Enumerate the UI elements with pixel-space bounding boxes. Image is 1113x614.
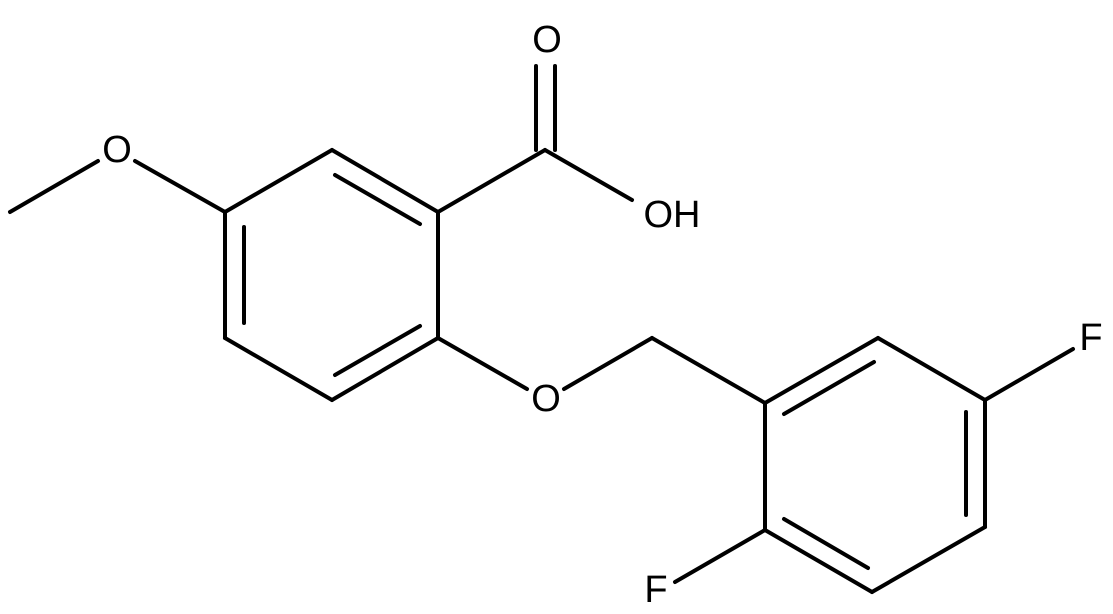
bond-ring2-b bbox=[876, 336, 987, 402]
bond-ring1-d-inner bbox=[333, 324, 422, 377]
bond-ring2-e bbox=[763, 528, 874, 594]
bond-ring1-e bbox=[223, 336, 334, 402]
fluorine-bottom-label: F bbox=[644, 569, 667, 611]
bond-ring2-a bbox=[763, 336, 880, 405]
methoxy-oxygen-label: O bbox=[102, 129, 132, 171]
bond-ring2-e-inner bbox=[782, 517, 870, 570]
bond-ring1-b bbox=[330, 148, 440, 214]
bond-ring2-a-inner bbox=[782, 360, 876, 416]
bond-c-oh bbox=[543, 148, 634, 202]
bond-ring1-b-inner bbox=[333, 173, 422, 226]
bond-ring2-f-bottom bbox=[673, 528, 767, 584]
bond-ring2-d bbox=[870, 525, 987, 594]
bond-ring-ether-o bbox=[436, 336, 529, 391]
bond-ring-carboxyl bbox=[436, 148, 547, 214]
bond-ring1-d bbox=[330, 336, 440, 402]
bond-methyl-o bbox=[8, 159, 100, 214]
bond-ch2-ring2 bbox=[650, 336, 767, 405]
bond-ether-o-ch2 bbox=[562, 336, 654, 391]
fluorine-top-label: F bbox=[1079, 317, 1102, 359]
hydroxyl-label: OH bbox=[644, 194, 701, 236]
bond-ring2-f-top bbox=[983, 347, 1075, 402]
bond-o-ring bbox=[133, 159, 227, 214]
bond-ring1-a bbox=[223, 148, 334, 214]
carbonyl-oxygen-label: O bbox=[532, 19, 562, 61]
ether-oxygen-label: O bbox=[531, 378, 561, 420]
